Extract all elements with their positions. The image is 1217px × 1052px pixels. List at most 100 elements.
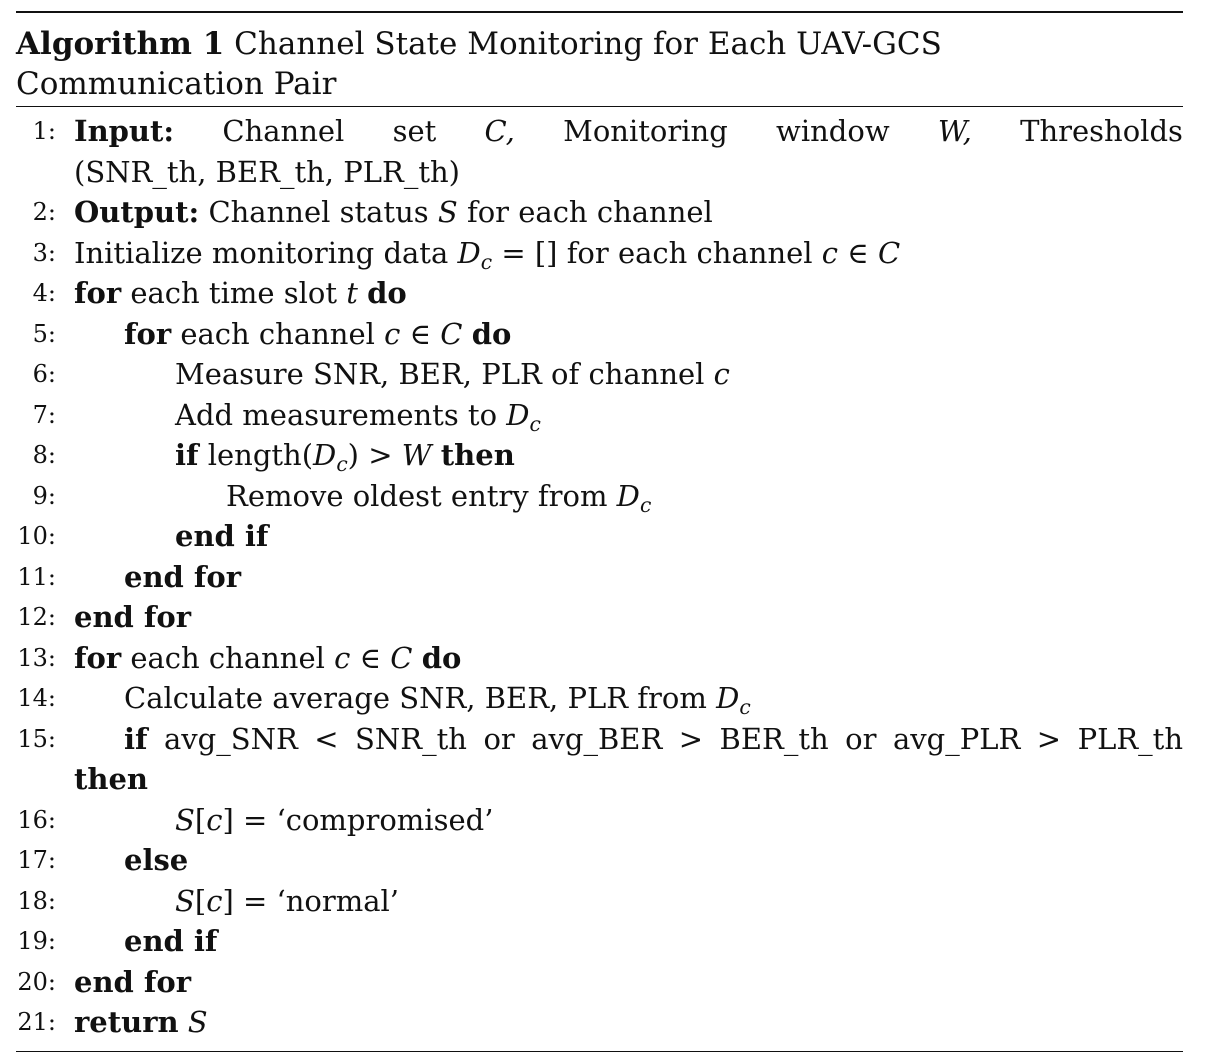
line-text: each time slot [130,276,337,310]
line-number: 3: [32,238,56,267]
bottom-rule [16,1050,1183,1052]
input-row: Input: Channel set C, Monitoring window … [74,111,1183,152]
math-subscript: c [480,249,493,274]
algorithm-line-18: 18: S[c] = ‘normal’ [16,881,1183,922]
line-number: 16: [17,805,56,834]
line-number: 17: [17,846,56,874]
math-var: c [206,883,223,918]
line-content: else [124,840,188,881]
condition-term: SNR_th [355,721,467,756]
condition-term: avg_SNR [163,721,298,756]
math-var: c [821,235,839,270]
line-text: = [] for each channel [501,235,813,270]
math-var: D [313,438,337,472]
line-content: Initialize monitoring data Dc = [] for e… [74,233,900,277]
line-number: 12: [17,603,56,631]
keyword: end for [74,600,192,634]
condition-op: > [1036,721,1062,756]
line-text: [ [194,883,207,918]
math-subscript: c [739,695,751,720]
line-number: 5: [32,319,56,348]
line-content: if length(Dc) > W then [175,435,515,479]
line-content: for each channel c ∈ C do [124,314,511,355]
line-number: 2: [32,198,56,226]
line-number: 20: [17,967,56,996]
line-content: end if [124,921,217,962]
condition-op: > [678,721,704,756]
algorithm-lines: 1: Input: Channel set C, Monitoring wind… [16,107,1183,1051]
keyword: then [440,438,515,472]
line-content: Input: Channel set C, Monitoring window … [74,111,1183,192]
keyword: end if [175,519,269,553]
condition-term: PLR_th [1077,721,1183,756]
algorithm-line-12: 12: end for [16,597,1183,638]
line-number: 8: [32,441,56,469]
line-number: 13: [17,643,56,672]
math-var: W [401,438,432,472]
condition-term: BER_th [719,721,829,756]
algorithm-line-1: 1: Input: Channel set C, Monitoring wind… [16,111,1183,192]
condition-op: or [845,721,877,756]
keyword: end for [74,964,192,999]
math-var: c [713,357,730,391]
keyword: do [471,316,512,351]
line-text: Channel status [208,195,429,229]
algorithm-line-11: 11: end for [16,557,1183,598]
math-subscript: c [639,492,652,517]
keyword: do [421,640,462,675]
line-content: Measure SNR, BER, PLR of channel c [175,354,730,395]
math-var: c [206,802,223,837]
math-var: c [384,316,401,351]
keyword: if [124,721,148,756]
line-content: Calculate average SNR, BER, PLR from Dc [124,678,751,722]
algorithm-line-20: 20: end for [16,962,1183,1003]
math-var: C [390,640,413,675]
line-number: 18: [17,886,56,915]
math-var: S [175,883,195,918]
algorithm-line-7: 7: Add measurements to Dc [16,395,1183,436]
line-text: Measure SNR, BER, PLR of channel [175,357,705,391]
line-text: [ [194,802,207,837]
algorithm-line-4: 4: for each time slot t do [16,273,1183,314]
line-text: ] = ‘compromised’ [222,802,494,837]
math-subscript: c [336,452,348,477]
input-word: window [776,114,890,148]
condition-op: < [314,721,339,756]
line-content: end for [74,962,191,1003]
line-text: Add measurements to [175,397,498,432]
line-text: each channel [180,316,375,351]
algorithm-line-21: 21: return S [16,1002,1183,1043]
algorithm-line-3: 3: Initialize monitoring data Dc = [] fo… [16,233,1183,274]
line-number: 6: [32,360,56,388]
input-word: Channel [222,114,345,148]
caption-rule [16,106,1183,107]
math-var: c [334,640,351,675]
math-var: D [506,397,530,432]
line-number: 14: [17,684,56,712]
line-number: 19: [17,927,56,955]
line-number: 10: [17,522,56,550]
math-var: S [187,1005,208,1039]
line-content: S[c] = ‘compromised’ [175,800,493,841]
input-word: Monitoring [563,114,728,148]
line-text: Remove oldest entry from [226,478,608,513]
input-word: Thresholds [1020,114,1183,148]
math-var: t [346,276,358,310]
line-content: end if [175,516,268,557]
math-var: D [716,681,740,715]
input-var: C, [484,114,515,148]
line-number: 9: [32,481,56,510]
line-content: if avg_SNR < SNR_th or avg_BER > BER_th … [74,719,1183,800]
math-var: C [877,235,901,270]
algorithm-line-9: 9: Remove oldest entry from Dc [16,476,1183,517]
line-content: Add measurements to Dc [175,395,541,439]
line-text: ∈ [847,235,869,270]
algorithm-line-19: 19: end if [16,921,1183,962]
keyword: end for [124,559,242,594]
line-text: each channel [130,640,325,675]
input-var: W, [937,114,972,148]
line-text: ] = ‘normal’ [222,883,400,918]
keyword: Output: [74,195,200,229]
line-text: length( [207,438,314,472]
keyword: do [367,276,407,310]
